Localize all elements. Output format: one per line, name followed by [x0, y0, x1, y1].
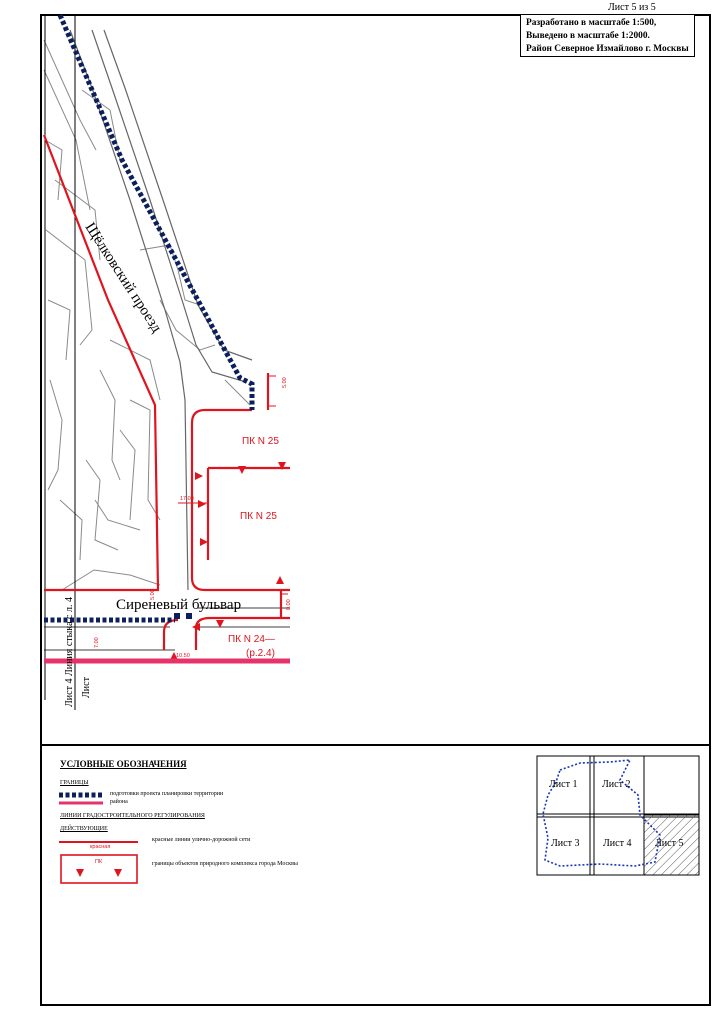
road-sirenevy	[44, 607, 290, 651]
index-sheet-3: Лист 3	[551, 838, 580, 849]
scale-info-box: Разработано в масштабе 1:500, Выведено в…	[520, 14, 695, 57]
dimension-label: 0.00	[286, 599, 292, 610]
red-line-triangles	[170, 462, 286, 660]
dimension-ticks	[178, 375, 288, 595]
index-sheet-2: Лист 2	[602, 779, 631, 790]
index-boundary-outline	[542, 759, 661, 867]
pk-label: ПК N 25	[242, 436, 279, 447]
legend-symbols	[59, 792, 138, 884]
legend-title: УСЛОВНЫЕ ОБОЗНАЧЕНИЯ	[60, 759, 187, 769]
pk-label: ПК N 25	[240, 511, 277, 522]
legend-current-heading: ДЕЙСТВУЮЩИЕ	[60, 826, 108, 832]
edge-label-sheet: Лист	[81, 677, 92, 698]
dimension-label: 17.00	[180, 496, 194, 502]
sheet-index-map	[536, 755, 700, 876]
index-sheet-5: Лист 5	[655, 838, 684, 849]
pk-label: ПК N 24—	[228, 634, 275, 645]
building-outlines	[43, 39, 251, 591]
legend-pk-small-label: ПК	[95, 859, 103, 865]
legend-red-lines-text: красные линии улично-дорожной сети	[152, 837, 251, 843]
dimension-label: 7.00	[94, 637, 100, 648]
legend-boundaries-heading: ГРАНИЦЫ	[60, 780, 89, 786]
dimension-label: 10.50	[176, 653, 190, 659]
project-boundary	[44, 14, 255, 623]
legend-item-district: района	[110, 799, 128, 805]
legend-lines-heading: ЛИНИИ ГРАДОСТРОИТЕЛЬНОГО РЕГУЛИРОВАНИЯ	[60, 813, 205, 819]
red-lines	[42, 134, 290, 650]
edge-label-sheet4: Лист 4 Линия стыка с л. 4	[64, 597, 75, 707]
legend-pk-text: границы объектов природного комплекса го…	[152, 861, 298, 867]
legend-item-project-boundary: подготовки проекта планировки территории	[110, 791, 224, 797]
current-sheet-highlight	[643, 814, 700, 876]
scale-line: Разработано в масштабе 1:500,	[526, 18, 657, 28]
scale-line: Выведено в масштабе 1:2000.	[526, 31, 650, 41]
road-shchelkovsky	[69, 29, 253, 591]
street-label-sirenevy: Сиреневый бульвар	[116, 597, 242, 613]
dimension-label: 5.00	[282, 377, 288, 388]
sheet-number: Лист 5 из 5	[608, 2, 656, 13]
index-sheet-4: Лист 4	[603, 838, 632, 849]
dimension-label: 5.00	[150, 589, 156, 600]
sheet-frame	[40, 14, 711, 1006]
scale-line: Район Северное Измайлово г. Москвы	[526, 44, 689, 54]
index-sheet-1: Лист 1	[549, 779, 578, 790]
legend-red-small-label: красная	[90, 844, 111, 850]
pk-label: (р.2.4)	[246, 648, 275, 659]
